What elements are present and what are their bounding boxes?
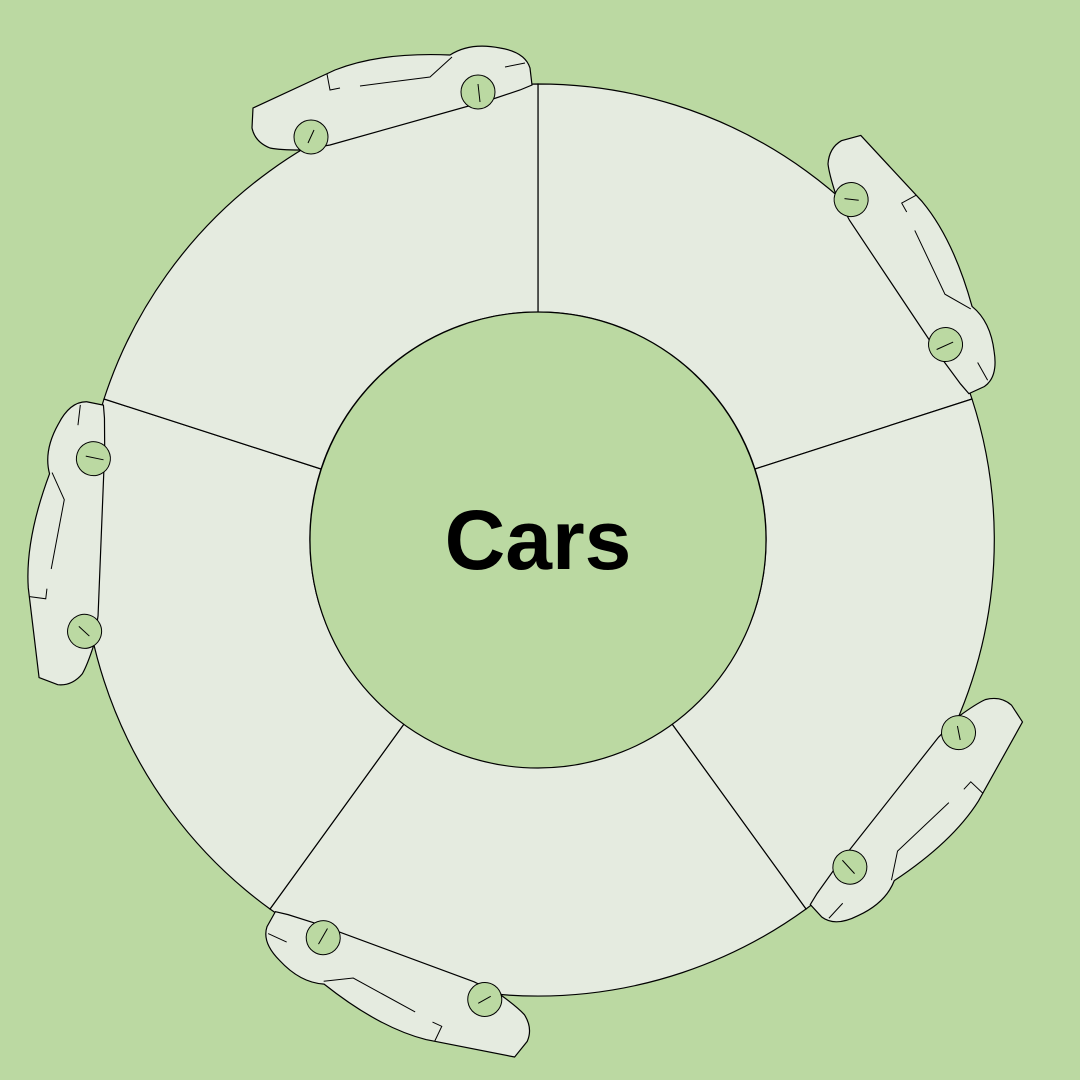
- center-circle: [309, 311, 767, 769]
- diagram-title: Cars: [444, 493, 632, 587]
